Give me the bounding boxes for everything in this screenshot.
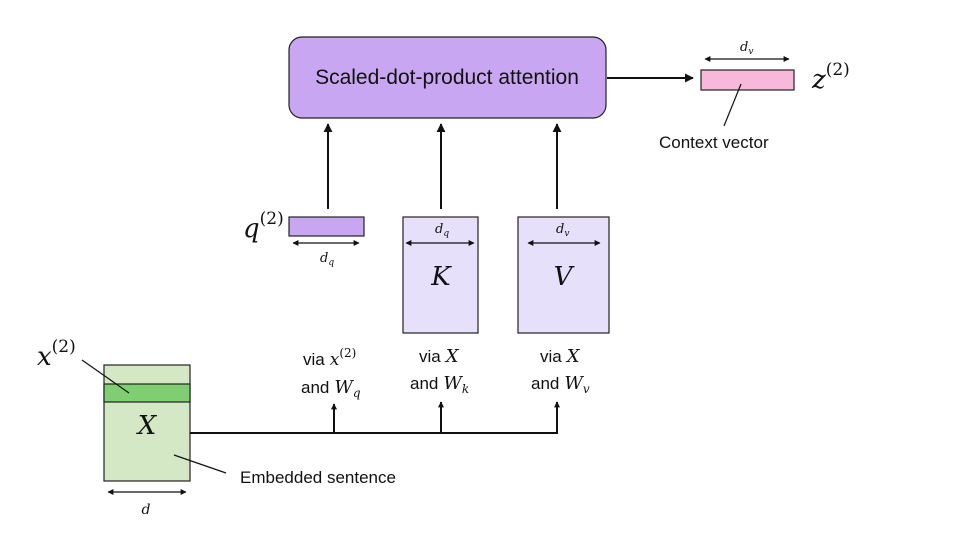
context-symbol: z(2): [811, 60, 850, 95]
query-dim-label: dq: [320, 251, 334, 268]
query-symbol: q(2): [243, 209, 284, 244]
input-matrix-symbol: X: [136, 411, 158, 441]
input-row-symbol: x(2): [37, 337, 76, 372]
keys-symbol: K: [430, 262, 452, 292]
input-caption: Embedded sentence: [240, 468, 396, 487]
values-matrix: [517, 216, 610, 334]
context-pointer-line: [723, 83, 742, 127]
attention-label: Scaled-dot-product attention: [315, 66, 579, 89]
context-vector: [700, 69, 795, 91]
input-row-pointer-line: [81, 359, 130, 394]
keys-dim-label: dq: [435, 222, 449, 239]
attention-block: [288, 36, 607, 119]
input-caption-pointer-line: [173, 454, 227, 474]
context-dim-label: dv: [740, 40, 753, 57]
keys-matrix: [402, 216, 479, 334]
values-symbol: V: [554, 262, 575, 292]
query-vector: [288, 216, 365, 237]
input-row-x2: [103, 383, 191, 403]
input-dim-label: d: [142, 502, 151, 518]
values-dim-label: dv: [556, 222, 569, 239]
context-caption: Context vector: [659, 133, 769, 152]
